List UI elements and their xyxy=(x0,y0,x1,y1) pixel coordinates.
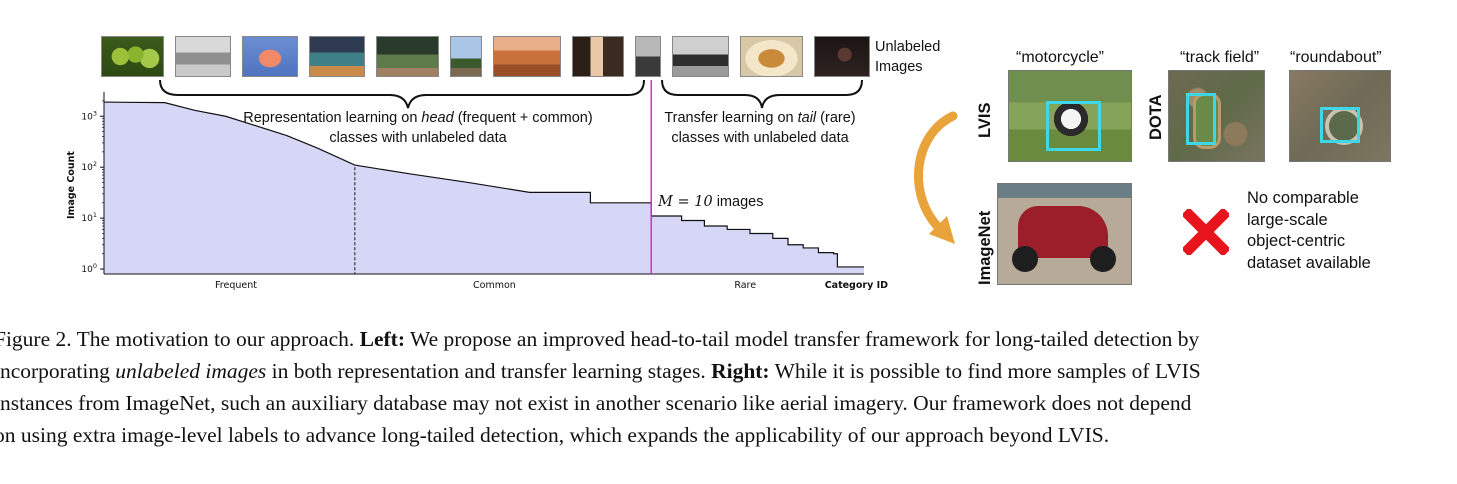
quote-roundabout: “roundabout” xyxy=(1290,49,1382,66)
caption-right-label: Right: xyxy=(711,359,770,383)
tail-text-pre: Transfer learning on xyxy=(664,110,798,126)
tail-text-line2: classes with unlabeled data xyxy=(671,130,849,146)
tail-text-em: tail xyxy=(797,110,817,126)
thumb-baseball xyxy=(376,36,439,77)
thumb-cat xyxy=(814,36,870,77)
no-dataset-line2: large-scale xyxy=(1247,210,1328,229)
y-tick-label-1: 101 xyxy=(81,211,97,224)
dota-track-bounding-box xyxy=(1186,93,1216,145)
head-text-em: head xyxy=(421,110,454,126)
thumb-room xyxy=(493,36,561,77)
y-tick-label-2: 102 xyxy=(81,160,97,173)
head-annotation: Representation learning on head (frequen… xyxy=(203,108,633,148)
threshold-text: images xyxy=(712,194,764,210)
imagenet-label: ImageNet xyxy=(976,210,994,285)
caption-line3: instances from ImageNet, such an auxilia… xyxy=(0,391,1192,415)
dota-track-field-photo xyxy=(1168,70,1265,162)
thumb-desk xyxy=(672,36,729,77)
thumb-people xyxy=(572,36,624,77)
dota-roundabout-bounding-box xyxy=(1320,107,1360,143)
arrow-shaft xyxy=(914,111,958,233)
caption-line1-a: Figure 2. The motivation to our approach… xyxy=(0,327,360,351)
caption-line1: Figure 2. The motivation to our approach… xyxy=(0,323,1457,355)
figure-caption: Figure 2. The motivation to our approach… xyxy=(0,323,1457,451)
track-shape xyxy=(1193,93,1221,149)
head-text-line2: classes with unlabeled data xyxy=(329,130,507,146)
dota-label: DOTA xyxy=(1147,94,1165,140)
caption-line2: incorporating unlabeled images in both r… xyxy=(0,355,1457,387)
thumb-street xyxy=(635,36,661,77)
x-axis-label: Category ID xyxy=(825,280,888,291)
curved-arrow-icon xyxy=(914,111,958,244)
cross-icon xyxy=(1183,209,1229,255)
caption-line2-a: incorporating xyxy=(0,359,116,383)
head-text-post: (frequent + common) xyxy=(453,110,593,126)
dota-roundabout-photo xyxy=(1289,70,1391,162)
lvis-motorcycle-photo xyxy=(1008,70,1132,162)
scooter-wheel-right xyxy=(1090,246,1116,272)
thumb-computer xyxy=(175,36,231,77)
caption-line1-c: We propose an improved head-to-tail mode… xyxy=(405,327,1200,351)
thumb-tree xyxy=(450,36,482,77)
thumb-tennis xyxy=(309,36,365,77)
thumb-pie xyxy=(740,36,803,77)
x-group-label-frequent: Frequent xyxy=(215,280,257,291)
arrow-head xyxy=(929,216,955,244)
tail-annotation: Transfer learning on tail (rare) classes… xyxy=(650,108,870,148)
caption-line4: on using extra image-level labels to adv… xyxy=(0,423,1110,447)
caption-line2-e: While it is possible to find more sample… xyxy=(769,359,1201,383)
no-dataset-line1: No comparable xyxy=(1247,189,1359,207)
tail-brace xyxy=(661,79,863,109)
head-text-pre: Representation learning on xyxy=(243,110,422,126)
cross-stroke-2 xyxy=(1183,209,1229,255)
y-tick-label-0: 100 xyxy=(81,262,97,275)
area-fill xyxy=(104,102,864,275)
quote-motorcycle: “motorcycle” xyxy=(1016,49,1105,66)
caption-line2-em: unlabeled images xyxy=(115,359,267,383)
thumb-shrimp xyxy=(242,36,298,77)
y-tick-label-3: 103 xyxy=(81,109,97,122)
x-group-label-common: Common xyxy=(473,280,516,291)
lvis-label: LVIS xyxy=(976,102,994,138)
x-group-label-rare: Rare xyxy=(734,280,756,291)
caption-line2-c: in both representation and transfer lear… xyxy=(266,359,712,383)
no-dataset-line3: object-centric xyxy=(1247,232,1346,250)
threshold-math: M = 10 xyxy=(658,194,713,210)
no-dataset-line4: dataset available xyxy=(1247,253,1371,272)
scooter-wheel-left xyxy=(1012,246,1038,272)
lvis-bounding-box xyxy=(1046,101,1101,151)
caption-left-label: Left: xyxy=(359,327,406,351)
thumb-apples xyxy=(101,36,164,77)
unlabeled-label-line2: Images xyxy=(875,59,923,75)
head-brace xyxy=(159,79,645,109)
quote-track-field: “track field” xyxy=(1180,49,1260,66)
unlabeled-label-line1: Unlabeled xyxy=(875,39,941,55)
threshold-label: M = 10 images xyxy=(658,194,763,210)
imagenet-scooter-photo xyxy=(997,183,1132,285)
distribution-line xyxy=(103,101,864,268)
unlabeled-images-label: Unlabeled Images xyxy=(875,37,940,77)
y-axis-label: Image Count xyxy=(66,151,77,219)
no-dataset-text: No comparable large-scale object-centric… xyxy=(1247,188,1371,274)
motorcycle-shape xyxy=(1051,99,1091,139)
tail-text-post: (rare) xyxy=(816,110,856,126)
